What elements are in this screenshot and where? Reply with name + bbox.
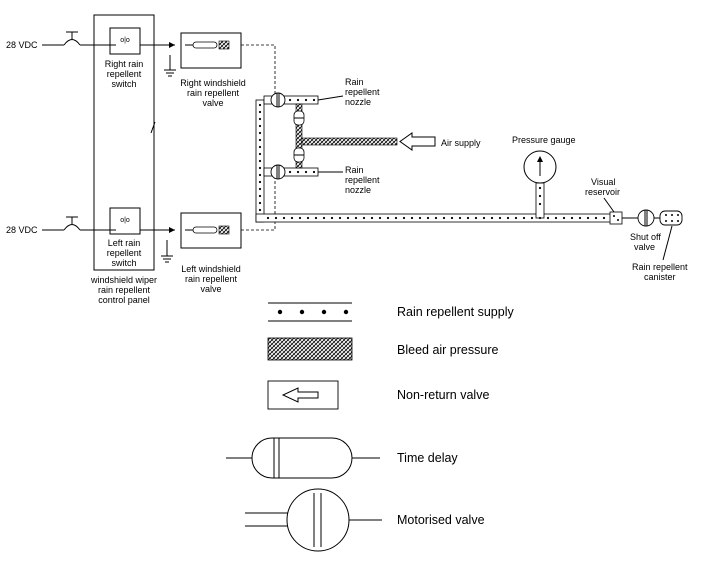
right-valve: Right windshield rain repellent valve bbox=[180, 32, 246, 108]
left-valve: Left windshield rain repellent valve bbox=[180, 212, 242, 294]
nozzle-bottom-label-2: repellent bbox=[345, 175, 380, 185]
repellent-supply-lines bbox=[255, 95, 617, 223]
electrical-top: 28 VDC bbox=[6, 31, 116, 50]
shut-off-valve-label-2: valve bbox=[634, 242, 655, 252]
legend: Rain repellent supply Bleed air pressure… bbox=[226, 302, 514, 552]
left-valve-box bbox=[180, 212, 242, 249]
right-switch-label-1: Right rain bbox=[105, 59, 144, 69]
air-supply-label: Air supply bbox=[441, 138, 481, 148]
left-valve-label-1: Left windshield bbox=[181, 264, 241, 274]
legend-motorised-label: Motorised valve bbox=[397, 513, 485, 527]
nozzle-top-label-2: repellent bbox=[345, 87, 380, 97]
canister-label-2: canister bbox=[644, 272, 676, 282]
supply-label-bottom: 28 VDC bbox=[6, 225, 38, 235]
legend-motorised-valve-icon bbox=[245, 488, 382, 552]
right-valve-label-2: rain repellent bbox=[187, 88, 240, 98]
legend-bleed-air-label: Bleed air pressure bbox=[397, 343, 498, 357]
nozzle-bottom-label-1: Rain bbox=[345, 165, 364, 175]
right-switch: o|o Right rain repellent switch bbox=[105, 27, 144, 89]
legend-time-delay-label: Time delay bbox=[397, 451, 458, 465]
right-switch-label-2: repellent bbox=[107, 69, 142, 79]
legend-non-return-label: Non-return valve bbox=[397, 388, 489, 402]
panel-label-2: rain repellent bbox=[98, 285, 151, 295]
legend-supply-label: Rain repellent supply bbox=[397, 305, 514, 319]
shut-off-valve-label-1: Shut off bbox=[630, 232, 661, 242]
ground-top-icon bbox=[164, 55, 176, 77]
legend-time-delay-icon bbox=[226, 437, 380, 479]
right-switch-box bbox=[109, 27, 141, 55]
right-valve-box bbox=[180, 32, 242, 69]
left-valve-label-3: valve bbox=[200, 284, 221, 294]
ground-bottom-icon bbox=[161, 240, 173, 263]
top-nozzle-valve-icon bbox=[270, 92, 286, 108]
nozzle-top-label-3: nozzle bbox=[345, 97, 371, 107]
panel-label-1: windshield wiper bbox=[90, 275, 157, 285]
nozzle-bottom-label-3: nozzle bbox=[345, 185, 371, 195]
bottom-nozzle-valve-icon bbox=[270, 164, 286, 180]
visual-reservoir-label-1: Visual bbox=[591, 177, 615, 187]
supply-label-top: 28 VDC bbox=[6, 40, 38, 50]
left-switch-label-3: switch bbox=[111, 258, 136, 268]
circuit-breaker-top-icon bbox=[63, 39, 81, 46]
left-switch-box bbox=[109, 207, 141, 235]
legend-supply-icon bbox=[268, 302, 352, 322]
right-valve-label-3: valve bbox=[202, 98, 223, 108]
canister-icon bbox=[659, 210, 683, 226]
right-switch-symbol: o|o bbox=[120, 37, 130, 44]
air-supply-arrow-icon bbox=[399, 132, 436, 151]
pressure-gauge-label: Pressure gauge bbox=[512, 135, 576, 145]
bleed-air-lines bbox=[293, 103, 398, 169]
shut-off-valve-icon bbox=[637, 209, 655, 227]
nozzle-top-label-1: Rain bbox=[345, 77, 364, 87]
panel-label-3: control panel bbox=[98, 295, 150, 305]
canister-label-1: Rain repellent bbox=[632, 262, 688, 272]
control-panel-box bbox=[93, 14, 155, 271]
right-switch-label-3: switch bbox=[111, 79, 136, 89]
pressure-gauge-icon bbox=[523, 150, 557, 184]
legend-bleed-air-icon bbox=[267, 337, 353, 361]
left-switch-label-2: repellent bbox=[107, 248, 142, 258]
right-valve-label-1: Right windshield bbox=[180, 78, 246, 88]
visual-reservoir-label-2: reservoir bbox=[585, 187, 620, 197]
electrical-bottom: 28 VDC bbox=[6, 216, 116, 235]
left-switch-label-1: Left rain bbox=[108, 238, 141, 248]
left-switch: o|o Left rain repellent switch bbox=[107, 207, 142, 268]
left-valve-label-2: rain repellent bbox=[185, 274, 238, 284]
legend-non-return-icon bbox=[267, 380, 339, 410]
visual-reservoir-icon bbox=[609, 211, 623, 225]
left-switch-symbol: o|o bbox=[120, 217, 130, 224]
circuit-breaker-bottom-icon bbox=[63, 224, 81, 231]
